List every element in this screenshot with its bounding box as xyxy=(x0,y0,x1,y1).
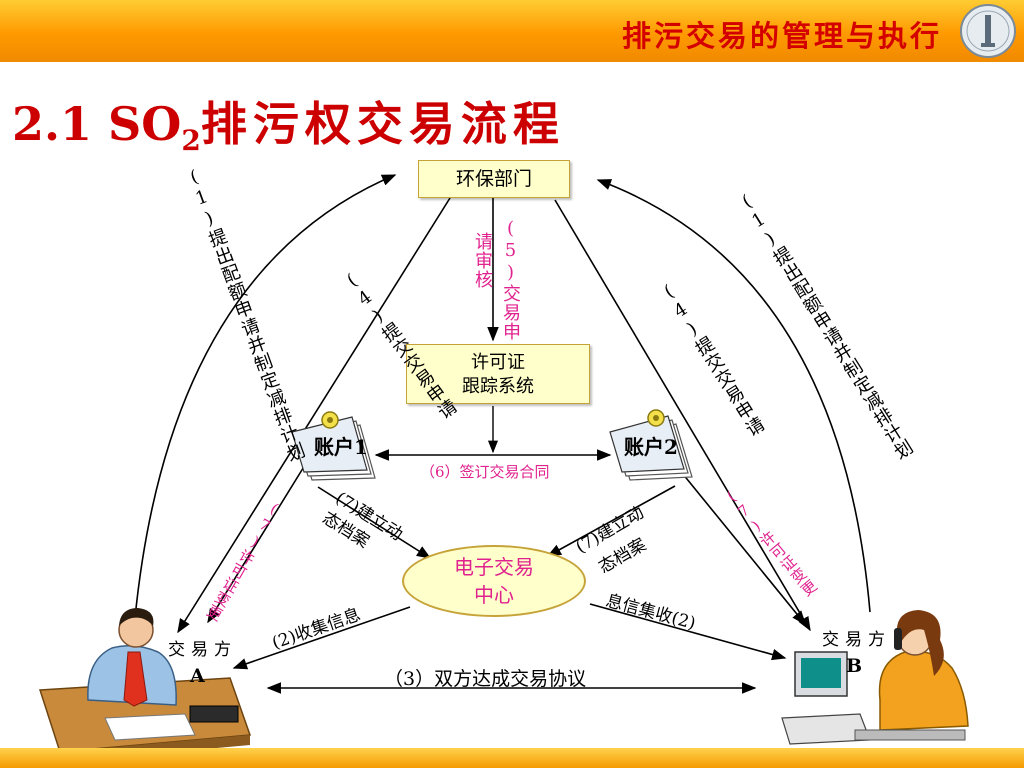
party-b-label: 交易方 xyxy=(822,630,891,650)
arrow-step4-left xyxy=(177,197,451,634)
account2-notepad-icon xyxy=(609,409,693,481)
page-title: 2.1 SO2排污权交易流程 xyxy=(12,97,565,158)
account1-notepad-icon xyxy=(291,411,376,481)
account1-label: 账户1 xyxy=(314,435,368,459)
header-bar: 排污交易的管理与执行 xyxy=(0,0,1024,62)
university-logo-icon xyxy=(960,4,1016,58)
label-step5-col2: 请审核 xyxy=(472,232,493,289)
permit-tracking-box: 许可证 跟踪系统 xyxy=(406,344,590,404)
electronic-trading-center: 电子交易 中心 xyxy=(402,545,586,617)
businessman-at-desk-icon xyxy=(38,608,252,762)
header-title: 排污交易的管理与执行 xyxy=(621,19,942,53)
arrow-permit-right xyxy=(677,467,806,626)
epa-box: 环保部门 xyxy=(418,160,570,198)
party-a-label: 交易方 xyxy=(168,640,237,660)
footer-bar xyxy=(0,748,1024,768)
permit-box-line1: 许可证 xyxy=(471,352,525,373)
arrow-step7-right xyxy=(546,485,676,557)
arrow-step2-right xyxy=(589,603,787,661)
arrow-step1-right xyxy=(596,179,871,613)
arrow-step7-left xyxy=(317,486,432,559)
party-b-letter: B xyxy=(846,655,863,677)
header-divider xyxy=(0,62,1024,65)
center-line1: 电子交易 xyxy=(454,555,534,579)
permit-box-line2: 跟踪系统 xyxy=(462,376,534,397)
label-step3: （3）双方达成交易协议 xyxy=(384,668,587,690)
party-a-letter: A xyxy=(190,665,205,687)
label-step6: （6）签订交易合同 xyxy=(420,463,550,481)
arrow-step1-left xyxy=(134,174,397,619)
label-step5-col1: (5)交易申 xyxy=(500,218,521,341)
arrow-step4-right xyxy=(554,199,811,632)
account2-label: 账户2 xyxy=(624,435,678,459)
woman-on-phone-icon xyxy=(781,610,969,745)
arrow-permit-left xyxy=(207,464,306,624)
arrow-step2-left xyxy=(232,606,411,670)
center-line2: 中心 xyxy=(474,583,514,607)
